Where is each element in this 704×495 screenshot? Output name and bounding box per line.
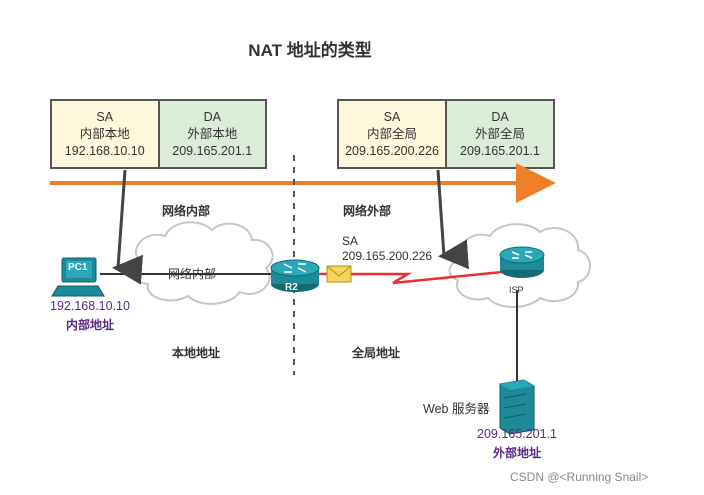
left-da-line2: 外部本地 [187, 126, 238, 141]
inside-network-label: 网络内部 [162, 204, 211, 218]
left-header-table: SA 内部本地 192.168.10.10 DA 外部本地 209.165.20… [50, 99, 267, 169]
left-sa-line1: SA [96, 109, 114, 124]
left-da-cell: DA 外部本地 209.165.201.1 [159, 101, 265, 167]
server-icon [499, 379, 535, 435]
right-header-table: SA 内部全局 209.165.200.226 DA 外部全局 209.165.… [337, 99, 555, 169]
global-address-label: 全局地址 [352, 346, 401, 360]
sa-global-arrow [436, 169, 469, 270]
right-da-line3: 209.165.201.1 [460, 143, 540, 158]
inside-cloud [130, 221, 274, 305]
router-icon [270, 259, 320, 292]
right-da-line1: DA [491, 109, 509, 124]
sa-local-arrow [112, 169, 144, 285]
right-sa-line2: 内部全局 [366, 126, 417, 141]
left-sa-line2: 内部本地 [79, 126, 130, 141]
outside-network-label: 网络外部 [343, 204, 392, 218]
isp-router-icon [499, 246, 545, 278]
left-da-line3: 209.165.201.1 [172, 143, 253, 158]
right-sa-line3: 209.165.200.226 [345, 143, 439, 158]
right-sa-cell: SA 内部全局 209.165.200.226 [339, 101, 447, 167]
packet-envelope-icon [326, 265, 352, 283]
packet-sa-label: SA [342, 234, 359, 248]
pc-address-type: 内部地址 [65, 318, 114, 332]
pc-ip: 192.168.10.10 [50, 299, 130, 313]
server-address-type: 外部地址 [492, 446, 541, 460]
left-sa-cell: SA 内部本地 192.168.10.10 [52, 101, 160, 167]
serial-link [318, 270, 503, 285]
packet-sa-ip: 209.165.200.226 [342, 249, 433, 263]
server-name: Web 服务器 [423, 402, 490, 416]
right-da-line2: 外部全局 [474, 126, 525, 141]
isp-name: ISP [509, 285, 524, 295]
router-name: R2 [285, 282, 298, 293]
right-sa-line1: SA [383, 109, 401, 124]
pc-name: PC1 [68, 262, 88, 273]
watermark: CSDN @<Running Snail> [510, 470, 649, 484]
left-da-line1: DA [203, 109, 221, 124]
server-ip: 209.165.201.1 [477, 427, 557, 441]
page-title: NAT 地址的类型 [248, 41, 372, 60]
left-sa-line3: 192.168.10.10 [64, 143, 145, 158]
pc-icon [51, 257, 105, 297]
right-da-cell: DA 外部全局 209.165.201.1 [447, 101, 553, 167]
cloud-label: 网络内部 [168, 267, 217, 281]
local-address-label: 本地地址 [172, 346, 221, 360]
